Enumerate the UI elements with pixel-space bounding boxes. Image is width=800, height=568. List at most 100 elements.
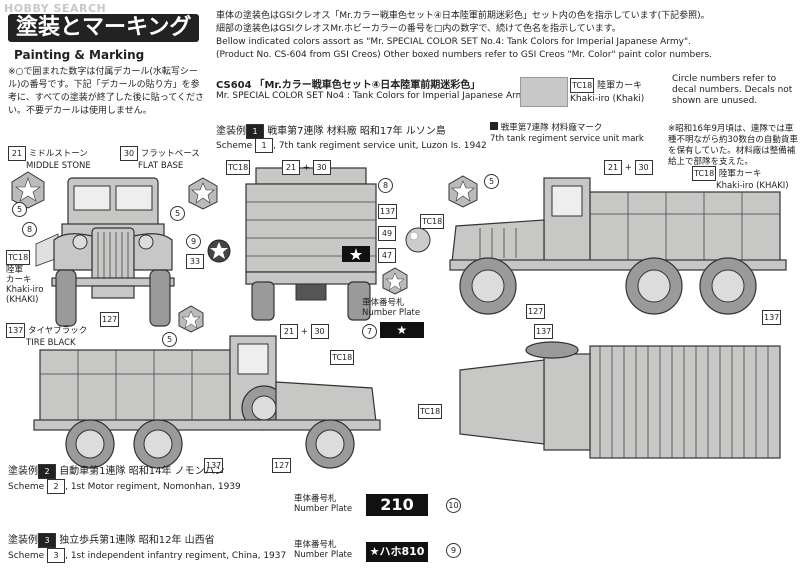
plate-en-s3: Number Plate <box>294 550 353 560</box>
scheme1-plate-label: 車体番号札 Number Plate <box>362 298 420 318</box>
history-note: ※昭和16年9月頃は、連隊では車種不明ながら約30数台の自動貨車を保有していた。… <box>668 124 798 167</box>
scheme1-en-word: Scheme <box>216 141 253 151</box>
decal-9: 9 <box>186 234 201 249</box>
label-middle-stone: 21 ミドルストーン MIDDLE STONE <box>8 146 91 171</box>
scheme1-number: 1 <box>246 124 264 139</box>
star-badge-front <box>207 239 231 263</box>
tire-black-label: 137 タイヤブラック TIRE BLACK <box>6 323 87 348</box>
scheme3-en-rest: , 1st independent infantry regiment, Chi… <box>65 551 287 561</box>
scheme2-plate-label: 車体番号札 Number Plate <box>294 494 352 514</box>
tc18-side: TC18 <box>692 166 717 181</box>
scheme2-title-jp: 自動車第1連隊 昭和14年 ノモンハン <box>59 466 225 477</box>
plus-rear: + <box>302 163 310 173</box>
scheme1-number-en: 1 <box>255 138 274 153</box>
scheme2-plate: 210 <box>366 494 428 516</box>
flat-base-jp: フラットベース <box>140 149 200 159</box>
scheme2-number: 2 <box>38 464 56 479</box>
decal-7: 7 <box>362 324 377 339</box>
rear-callout-47: 47 <box>378 248 396 263</box>
num-30-rear: 30 <box>312 160 331 175</box>
truck-rear-view <box>245 167 377 321</box>
page-title-jp: 塗装とマーキング <box>8 14 200 42</box>
num-21: 21 <box>8 146 26 161</box>
front-callout-9: 9 <box>186 234 201 249</box>
rear-callout-137: 137 <box>378 204 398 219</box>
scheme1-label: 塗装例 <box>216 126 246 137</box>
scheme2-decal: 10 <box>446 498 461 513</box>
khaki-en: Khaki-iro (Khaki) <box>570 94 645 104</box>
plus-side: + <box>624 163 632 173</box>
num-33: 33 <box>186 254 204 269</box>
truck-side-view-left <box>33 335 381 469</box>
header-line-2: 細部の塗装色はGSIクレオスMr.ホビーカラーの番号を□内の数字で、続けて色名を… <box>216 24 621 34</box>
front-label-khaki: TC18 陸軍 カーキ Khaki-iro (KHAKI) <box>6 250 43 305</box>
front-callout-5a: 5 <box>12 202 27 217</box>
color-set-title-en: Mr. SPECIAL COLOR SET No4 : Tank Colors … <box>216 91 530 101</box>
khaki-en-side: Khaki-iro (KHAKI) <box>716 181 789 191</box>
num-127: 127 <box>100 312 120 327</box>
tc18-top: TC18 <box>418 404 443 419</box>
front-callout-5b: 5 <box>170 206 185 221</box>
scheme3-plate-label: 車体番号札 Number Plate <box>294 540 352 560</box>
scheme1-en-rest: , 7th tank regiment service unit, Luzon … <box>273 141 487 151</box>
page-title-en: Painting & Marking <box>14 48 145 62</box>
circle-note: Circle numbers refer to decal numbers. D… <box>672 74 793 106</box>
num-21-rear: 21 <box>282 160 300 175</box>
plate-jp-s1: 車体番号札 <box>362 298 405 308</box>
scheme2-en-word: Scheme <box>8 482 45 492</box>
decal-9-plate: 9 <box>446 543 461 558</box>
khaki-swatch <box>520 77 568 107</box>
side-right-137: 137 <box>762 310 782 325</box>
color-set-title-jp: 「Mr.カラー戦車色セット④日本陸軍前期迷彩色」 <box>254 80 481 91</box>
plate-value-s1: ★ <box>379 322 424 338</box>
truck-front-view <box>35 177 175 327</box>
side-right-khaki: TC18 陸軍カーキ Khaki-iro (KHAKI) <box>692 166 789 191</box>
decal-5-side: 5 <box>484 174 499 189</box>
label-flat-base: 30 フラットベース FLAT BASE <box>120 146 200 171</box>
num-30-left: 30 <box>310 324 329 339</box>
scheme2-title-en: Scheme 2, 1st Motor regiment, Nomonhan, … <box>8 479 241 494</box>
star-emblem-side-right <box>448 175 478 208</box>
khaki-en-1: Khaki-iro <box>6 285 44 295</box>
star-emblem-side-left <box>178 305 204 333</box>
plate-en-s2: Number Plate <box>294 504 353 514</box>
tire-black-jp: タイヤブラック <box>27 326 88 336</box>
kaaki: カーキ <box>6 275 32 285</box>
flat-base-en: FLAT BASE <box>138 161 184 171</box>
top-tc18: TC18 <box>418 404 443 419</box>
front-callout-8: 8 <box>22 222 37 237</box>
side-left-callout-5: 5 <box>162 332 177 347</box>
num-30: 30 <box>120 146 138 161</box>
plate-star-emblem <box>382 267 408 295</box>
scheme2-label: 塗装例 <box>8 466 38 477</box>
num-49: 49 <box>378 226 396 241</box>
num-137-side: 137 <box>762 310 782 325</box>
decal-5: 5 <box>12 202 27 217</box>
tc18-rear-b: TC18 <box>420 214 445 229</box>
scheme3-decal: 9 <box>446 543 461 558</box>
middle-stone-en: MIDDLE STONE <box>26 161 91 171</box>
middle-stone-jp: ミドルストーン <box>28 149 88 159</box>
num-137-top: 137 <box>534 324 554 339</box>
decal-10: 10 <box>446 498 461 513</box>
scheme2-en-rest: , 1st Motor regiment, Nomonhan, 1939 <box>65 482 241 492</box>
scheme3-plate: ★ハホ810 <box>366 540 428 562</box>
scheme1-title-en: Scheme 1, 7th tank regiment service unit… <box>216 138 487 153</box>
khaki-jp-side: 陸軍カーキ <box>718 169 762 179</box>
header-line-1: 車体の塗装色はGSIクレオス「Mr.カラー戦車色セット④日本陸軍前期迷彩色」セッ… <box>216 11 710 21</box>
plate-jp-s2: 車体番号札 <box>294 494 337 504</box>
decal-8: 8 <box>22 222 37 237</box>
color-set-code: CS604 <box>216 80 252 91</box>
scheme3-number-en: 3 <box>47 548 66 563</box>
header-line-4: (Product No. CS-604 from GSI Creos) Othe… <box>216 50 713 60</box>
num-21-side: 21 <box>604 160 622 175</box>
khaki-jp: 陸軍カーキ <box>597 81 643 91</box>
num-47: 47 <box>378 248 396 263</box>
truck-top-view <box>459 341 781 459</box>
header-block: 車体の塗装色はGSIクレオス「Mr.カラー戦車色セット④日本陸軍前期迷彩色」セッ… <box>216 10 796 62</box>
star-emblem-left-front <box>11 171 45 209</box>
scheme3-title-en: Scheme 3, 1st independent infantry regim… <box>8 548 286 563</box>
plate-en-s1: Number Plate <box>362 308 421 318</box>
